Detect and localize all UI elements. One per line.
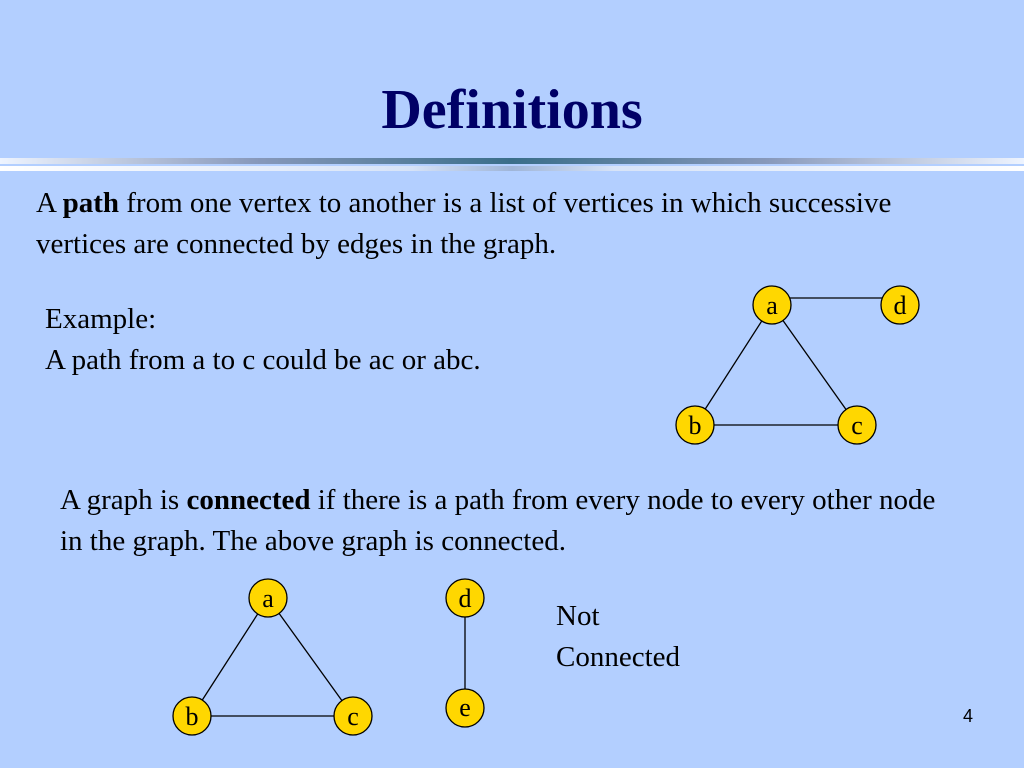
edge-a-c xyxy=(267,597,354,717)
graph-not-connected: a d b c e xyxy=(172,578,485,736)
graph1-node-b-label: b xyxy=(689,411,702,440)
graph2-node-d-label: d xyxy=(459,584,472,613)
example-block: Example: A path from a to c could be ac … xyxy=(45,299,645,381)
graph2-node-b: b xyxy=(172,696,212,736)
edge-a-c xyxy=(771,304,858,426)
connected-definition-rest: if there is a path from every node to ev… xyxy=(60,484,936,557)
connected-definition: A graph is connected if there is a path … xyxy=(60,480,960,562)
graph2-node-c-label: c xyxy=(347,702,359,731)
not-connected-line2: Connected xyxy=(556,641,681,673)
graph2-node-c: c xyxy=(333,696,373,736)
graph-connected: a d b c xyxy=(675,285,920,445)
title-divider-shadow xyxy=(0,166,1024,171)
graph1-node-c-label: c xyxy=(851,411,863,440)
title-divider xyxy=(0,158,1024,164)
edge-a-b xyxy=(694,304,773,426)
graph2-node-d: d xyxy=(445,578,485,618)
path-definition: A path from one vertex to another is a l… xyxy=(36,183,936,265)
graph2-node-a-label: a xyxy=(262,584,274,613)
graph1-node-d-label: d xyxy=(894,291,907,320)
slide-title: Definitions xyxy=(381,79,643,141)
path-definition-prefix: A xyxy=(36,187,63,219)
graph2-node-e-label: e xyxy=(459,693,471,722)
not-connected-line1: Not xyxy=(556,600,600,632)
example-label: Example: xyxy=(45,303,157,335)
connected-definition-prefix: A graph is xyxy=(60,484,187,516)
path-definition-rest: from one vertex to another is a list of … xyxy=(36,187,892,260)
graph2-node-a: a xyxy=(248,578,288,618)
connected-term: connected xyxy=(186,484,311,516)
graph1-node-b: b xyxy=(675,405,715,445)
graph1-node-a: a xyxy=(752,285,792,325)
edge-a-b xyxy=(191,597,269,717)
graph2-node-e: e xyxy=(445,688,485,728)
page-number: 4 xyxy=(962,706,973,726)
not-connected-label: Not Connected xyxy=(556,596,756,678)
graph1-node-c: c xyxy=(837,405,877,445)
path-term: path xyxy=(62,187,120,219)
graph1-node-a-label: a xyxy=(766,291,778,320)
graph1-node-d: d xyxy=(880,285,920,325)
graph2-node-b-label: b xyxy=(186,702,199,731)
example-text: A path from a to c could be ac or abc. xyxy=(45,344,481,376)
